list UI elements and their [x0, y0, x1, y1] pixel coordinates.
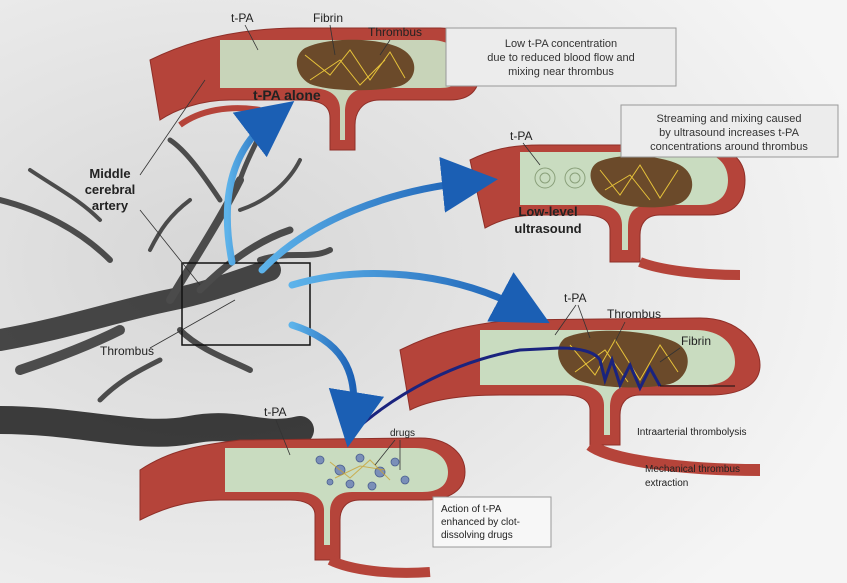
- panel-drugs: [139, 437, 466, 578]
- leader-tpa-drugs: [275, 419, 291, 456]
- label-tpa-drugs: t-PA: [264, 405, 286, 419]
- panel-ultrasound: [469, 144, 746, 280]
- label-fibrin-top: Fibrin: [313, 11, 343, 25]
- info-box-1: Low t-PA concentration due to reduced bl…: [445, 27, 677, 87]
- svg-text:dissolving drugs: dissolving drugs: [441, 530, 513, 541]
- svg-text:enhanced by clot-: enhanced by clot-: [441, 517, 520, 528]
- leader-fibrin-top: [329, 24, 336, 56]
- label-mechanical-extraction-1: Mechanical thrombus: [645, 464, 740, 475]
- arrow-to-drugs: [288, 321, 385, 448]
- label-tpa-intraarterial: t-PA: [564, 291, 586, 305]
- label-fibrin-intraarterial: Fibrin: [681, 334, 711, 348]
- label-intraarterial-thrombolysis: Intraarterial thrombolysis: [637, 427, 746, 438]
- label-ultrasound: ultrasound: [514, 221, 581, 236]
- arrow-to-ultrasound: [258, 156, 498, 274]
- panel-intraarterial: [399, 317, 761, 476]
- fibrin-mesh: [599, 164, 679, 201]
- label-mechanical-extraction-2: extraction: [645, 478, 688, 489]
- label-thrombus-intraarterial: Thrombus: [607, 307, 661, 321]
- dissolving-clot: [329, 459, 391, 481]
- leader-tpa-ia: [554, 304, 577, 336]
- leader-tpa-ultrasound: [522, 142, 541, 166]
- leader-thrombus-left: [149, 299, 236, 349]
- svg-text:mixing near thrombus: mixing near thrombus: [508, 66, 614, 78]
- leader-tpa-top: [244, 24, 259, 51]
- fibrin-mesh: [569, 339, 679, 383]
- catheter: [352, 346, 662, 434]
- label-tpa-ultrasound: t-PA: [510, 129, 532, 143]
- label-thrombus-left: Thrombus: [100, 344, 154, 358]
- svg-text:Low t-PA concentration: Low t-PA concentration: [505, 38, 617, 50]
- fibrin-mesh: [304, 49, 406, 86]
- leader-mca-2: [139, 209, 201, 286]
- leader-drugs-1: [374, 439, 396, 466]
- leader-fibrin-ia: [659, 347, 681, 363]
- label-low-level: Low-level: [518, 204, 577, 219]
- ultrasound-swirls: [534, 167, 586, 189]
- label-mca-2: cerebral: [85, 182, 136, 197]
- info-box-3: Action of t-PA enhanced by clot- dissolv…: [432, 496, 552, 548]
- thrombus-clot: [296, 39, 415, 91]
- arrow-to-intraarterial: [288, 270, 550, 324]
- angiogram-vessels: [0, 107, 333, 447]
- svg-text:due to reduced blood flow and: due to reduced blood flow and: [487, 52, 634, 64]
- label-tpa-alone: t-PA alone: [253, 87, 321, 103]
- arrow-to-tpa-alone: [223, 101, 295, 266]
- vessel-lumen: [225, 448, 448, 545]
- leader-mca: [139, 79, 206, 176]
- leader-thrombus-ia: [614, 321, 626, 343]
- label-mca-1: Middle: [89, 166, 130, 181]
- svg-text:Streaming and mixing caused: Streaming and mixing caused: [657, 113, 802, 125]
- flow-arrows: [223, 101, 550, 448]
- panel-tpa-alone: [149, 27, 481, 151]
- thrombus-clot: [590, 155, 693, 208]
- thrombus-clot: [558, 330, 688, 388]
- label-mca-3: artery: [92, 198, 129, 213]
- svg-text:by ultrasound increases t-PA: by ultrasound increases t-PA: [659, 127, 799, 139]
- label-thrombus-top: Thrombus: [368, 25, 422, 39]
- svg-text:concentrations around thrombus: concentrations around thrombus: [650, 141, 808, 153]
- leader-thrombus-top: [379, 39, 391, 56]
- label-drugs: drugs: [390, 428, 415, 439]
- svg-text:Action of t-PA: Action of t-PA: [441, 504, 502, 515]
- leader-tpa-ia-2: [577, 304, 591, 339]
- label-tpa-top: t-PA: [231, 11, 253, 25]
- thrombus-inset-box: [181, 262, 311, 346]
- info-box-2: Streaming and mixing caused by ultrasoun…: [620, 104, 839, 158]
